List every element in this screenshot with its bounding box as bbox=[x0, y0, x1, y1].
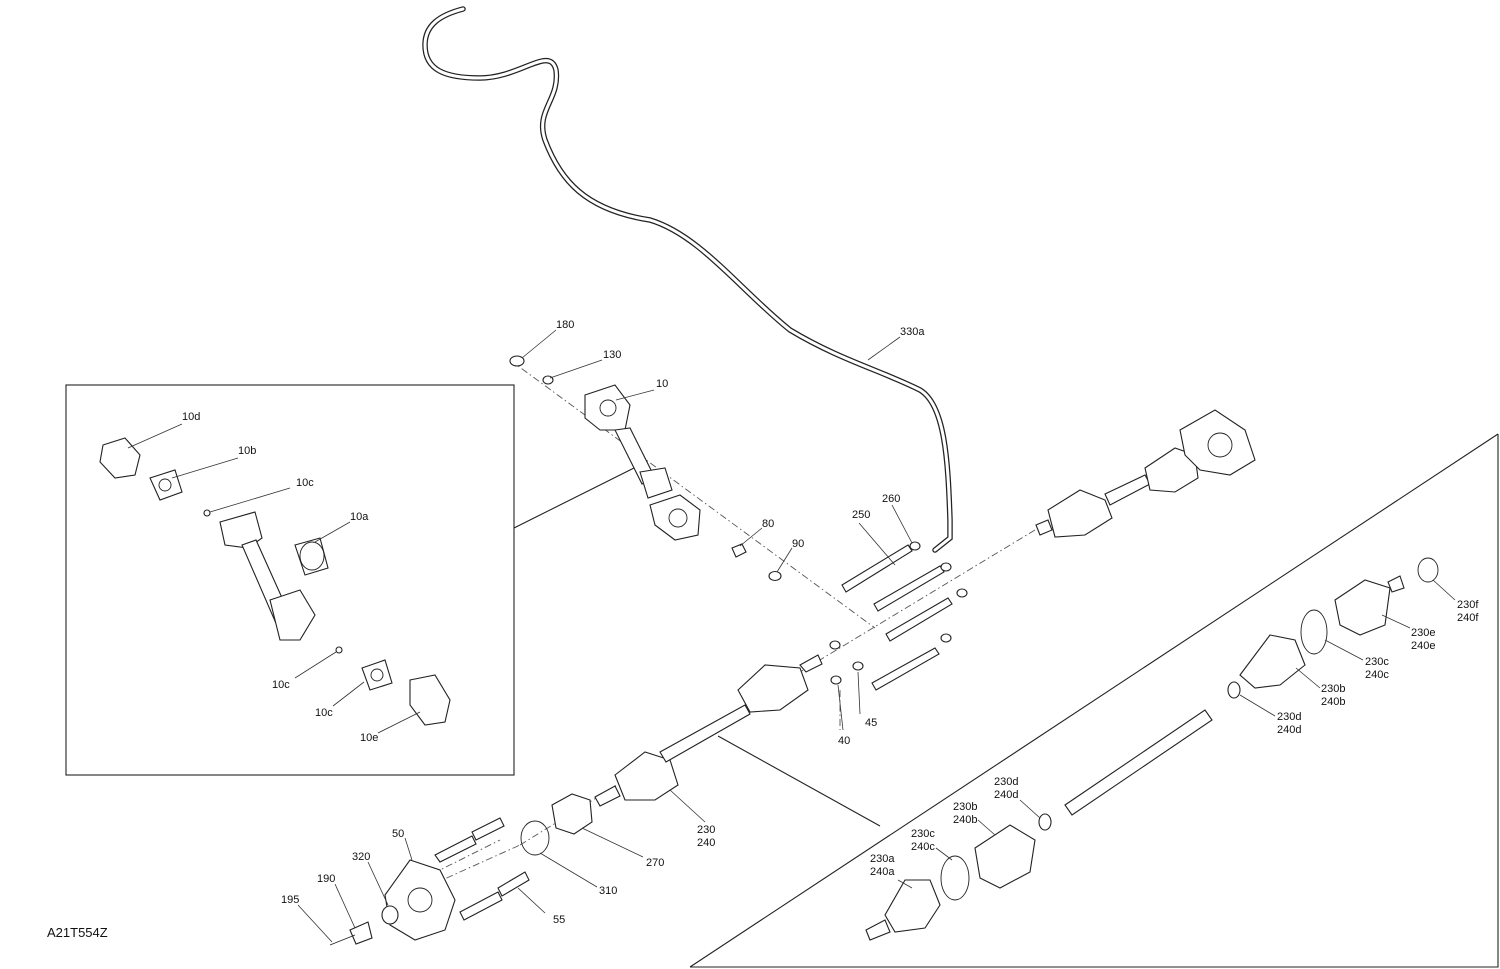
inset-frame-propeller-shaft bbox=[65, 384, 647, 776]
label-10c-mid: 10c bbox=[272, 679, 290, 691]
label-240: 240 bbox=[697, 837, 715, 849]
detail-parts bbox=[865, 557, 1439, 941]
label-80: 80 bbox=[762, 518, 774, 530]
label-230d-left: 230d bbox=[994, 776, 1018, 788]
label-240e: 240e bbox=[1411, 640, 1435, 652]
label-310: 310 bbox=[599, 885, 617, 897]
label-10e: 10e bbox=[360, 732, 378, 744]
bolt-group bbox=[841, 541, 968, 691]
label-260: 260 bbox=[882, 493, 900, 505]
label-10c-low: 10c bbox=[315, 707, 333, 719]
label-240c-right: 240c bbox=[1365, 669, 1389, 681]
inset-parts bbox=[99, 437, 451, 726]
label-190: 190 bbox=[317, 873, 335, 885]
label-230b-right: 230b bbox=[1321, 683, 1345, 695]
drive-shaft-main bbox=[594, 654, 823, 807]
bearing-and-ring bbox=[520, 793, 593, 856]
leader-lines bbox=[127, 329, 1456, 943]
drive-shaft-upper-right bbox=[1035, 409, 1256, 538]
label-55: 55 bbox=[553, 914, 565, 926]
label-230: 230 bbox=[697, 824, 715, 836]
label-130: 130 bbox=[603, 349, 621, 361]
label-240d-left: 240d bbox=[994, 789, 1018, 801]
label-40: 40 bbox=[838, 735, 850, 747]
label-230c-right: 230c bbox=[1365, 656, 1389, 668]
breather-hose bbox=[422, 6, 953, 553]
label-10c-top: 10c bbox=[296, 477, 314, 489]
label-230d-right: 230d bbox=[1277, 711, 1301, 723]
label-90: 90 bbox=[792, 538, 804, 550]
wheel-hub bbox=[329, 817, 530, 946]
label-240b-left: 240b bbox=[953, 814, 977, 826]
label-10a: 10a bbox=[350, 511, 369, 523]
document-code: A21T554Z bbox=[47, 925, 108, 940]
label-50: 50 bbox=[392, 828, 404, 840]
label-230e: 230e bbox=[1411, 627, 1435, 639]
label-230f: 230f bbox=[1457, 599, 1479, 611]
label-10b: 10b bbox=[238, 445, 256, 457]
label-45: 45 bbox=[865, 717, 877, 729]
callout-labels: 10d 10b 10c 10a 10c 10c 10e 180 130 10 3… bbox=[182, 319, 1479, 926]
label-230a: 230a bbox=[870, 853, 895, 865]
label-250: 250 bbox=[852, 509, 870, 521]
inset-frame-drive-shaft-detail bbox=[689, 433, 1499, 968]
label-230b-left: 230b bbox=[953, 801, 977, 813]
label-10d: 10d bbox=[182, 411, 200, 423]
label-180: 180 bbox=[556, 319, 574, 331]
label-320: 320 bbox=[352, 851, 370, 863]
label-240b-right: 240b bbox=[1321, 696, 1345, 708]
label-230c-left: 230c bbox=[911, 828, 935, 840]
label-330a: 330a bbox=[900, 326, 925, 338]
propeller-shaft-assembly bbox=[509, 355, 701, 541]
label-10: 10 bbox=[656, 378, 668, 390]
label-240c-left: 240c bbox=[911, 841, 935, 853]
label-240d-right: 240d bbox=[1277, 724, 1301, 736]
label-240f: 240f bbox=[1457, 612, 1479, 624]
label-195: 195 bbox=[281, 894, 299, 906]
fastener-group-upper bbox=[731, 543, 864, 685]
label-270: 270 bbox=[646, 857, 664, 869]
label-240a: 240a bbox=[870, 866, 895, 878]
